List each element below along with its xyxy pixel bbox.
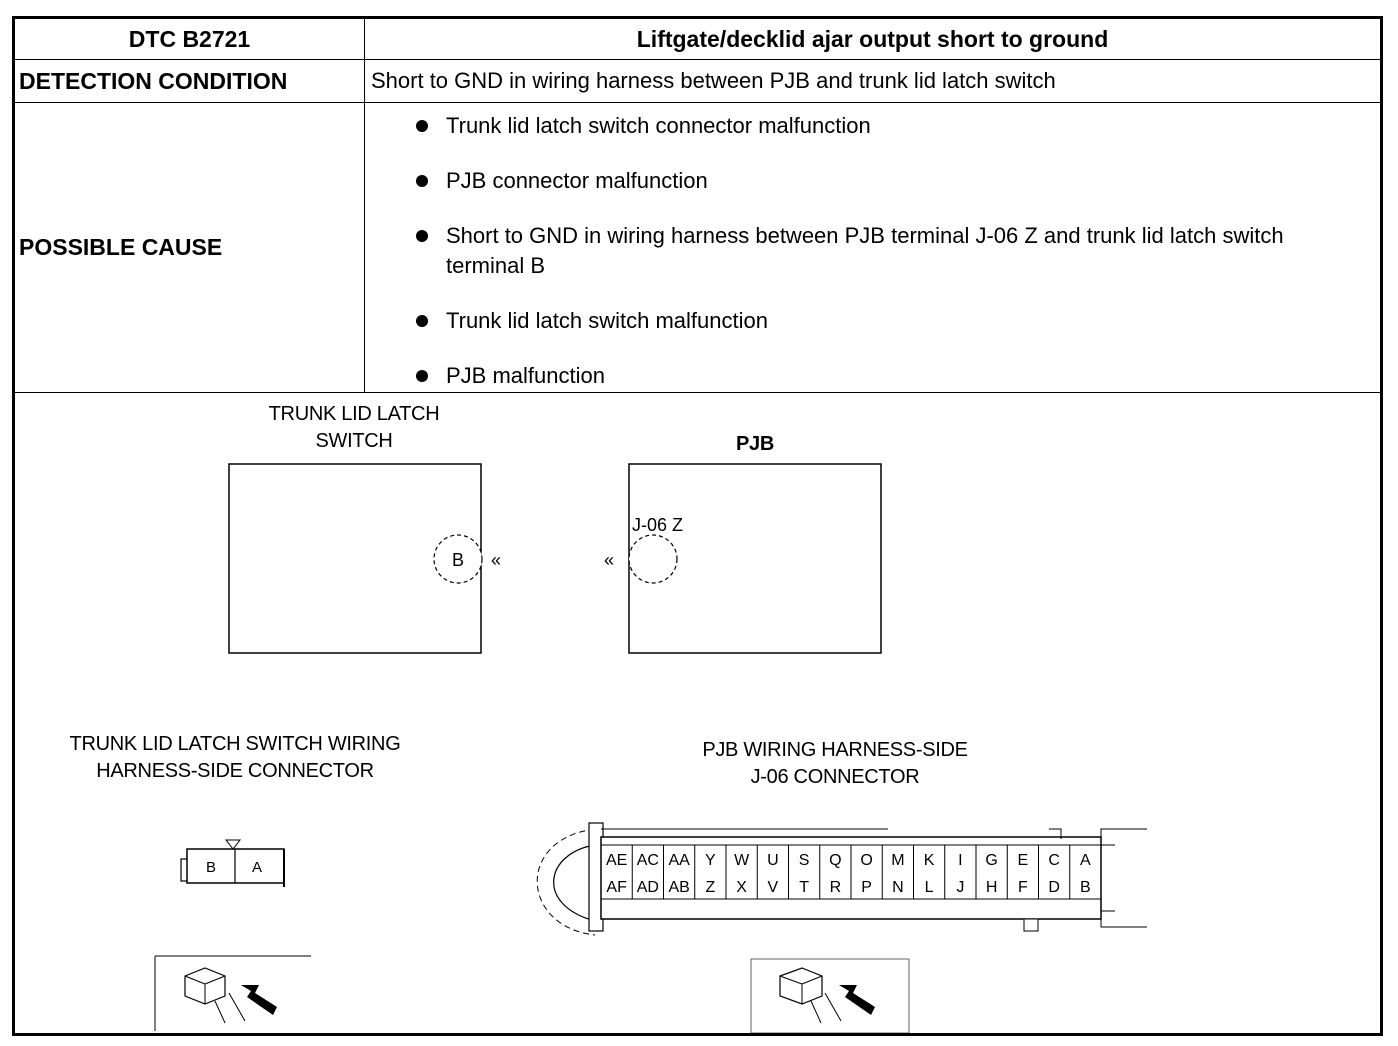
- pjb-pin-label: L: [925, 879, 934, 896]
- pjb-pin-label: Z: [705, 879, 715, 896]
- pjb-pin-label: J: [956, 879, 964, 896]
- detection-text: Short to GND in wiring harness between P…: [371, 68, 1056, 93]
- cause-item: PJB malfunction: [365, 361, 1360, 391]
- pjb-pin-label: R: [830, 879, 842, 896]
- pjb-pin-label: P: [861, 879, 872, 896]
- detection-row: DETECTION CONDITION Short to GND in wiri…: [15, 60, 1380, 103]
- pjb-label: PJB: [735, 433, 774, 455]
- pjb-pin-label: D: [1048, 879, 1060, 896]
- switch-connector-label: TRUNK LID LATCH SWITCH WIRING HARNESS-SI…: [69, 733, 401, 782]
- pjb-pin-label: H: [986, 879, 998, 896]
- pjb-terminal-label: J-06 Z: [632, 515, 683, 535]
- pjb-pin-label: M: [891, 852, 904, 869]
- pjb-pin-label: AE: [606, 852, 627, 869]
- switch-connector: B A: [180, 839, 285, 887]
- wiring-diagram: TRUNK LID LATCH SWITCH PJB TRUNK LID LAT…: [15, 393, 1380, 1033]
- header-row: DTC B2721 Liftgate/decklid ajar output s…: [15, 19, 1380, 60]
- possible-cause-row: POSSIBLE CAUSE Trunk lid latch switch co…: [15, 103, 1380, 393]
- pjb-pin-label: A: [1080, 852, 1091, 869]
- cause-item: PJB connector malfunction: [365, 166, 1360, 196]
- pjb-pin-label: AF: [606, 879, 627, 896]
- pjb-pin-label: S: [799, 852, 810, 869]
- pin-grid-border: [600, 844, 1102, 900]
- pjb-terminal-circle: [628, 534, 678, 584]
- pjb-pin-label: F: [1018, 879, 1028, 896]
- pjb-pin-label: G: [985, 852, 997, 869]
- switch-connector-pin: B: [206, 859, 216, 876]
- pjb-pin-label: N: [892, 879, 904, 896]
- pjb-pin-label: W: [734, 852, 750, 869]
- possible-cause-cell: Trunk lid latch switch connector malfunc…: [365, 103, 1380, 392]
- pjb-pin-label: Q: [829, 852, 841, 869]
- switch-connector-view-icon: [154, 955, 311, 1031]
- switch-terminal-circle: [433, 534, 483, 584]
- pjb-pin-label: T: [799, 879, 809, 896]
- pjb-pin-label: V: [768, 879, 779, 896]
- cause-item: Short to GND in wiring harness between P…: [365, 221, 1360, 281]
- detection-label: DETECTION CONDITION: [15, 60, 365, 102]
- pjb-pin-label: AD: [637, 879, 659, 896]
- cause-item: Trunk lid latch switch connector malfunc…: [365, 111, 1360, 141]
- pjb-pin-label: Y: [705, 852, 716, 869]
- pjb-pin-label: C: [1048, 852, 1060, 869]
- cause-item: Trunk lid latch switch malfunction: [365, 306, 1360, 336]
- pjb-connector-mark: «: [604, 550, 614, 570]
- pjb-pin-label: AC: [637, 852, 659, 869]
- pjb-pin-label: AA: [668, 852, 690, 869]
- switch-label: TRUNK LID LATCH SWITCH: [268, 403, 440, 452]
- pjb-connector-label: PJB WIRING HARNESS-SIDE J-06 CONNECTOR: [702, 739, 968, 788]
- cause-list: Trunk lid latch switch connector malfunc…: [365, 111, 1360, 416]
- switch-terminal-label: B: [452, 550, 464, 570]
- switch-connector-mark: «: [491, 550, 501, 570]
- pjb-pin-label: E: [1018, 852, 1029, 869]
- dtc-code: DTC B2721: [15, 19, 365, 59]
- diagram-svg: B « J-06 Z « B A: [154, 463, 1147, 1033]
- pjb-pin-label: I: [958, 852, 962, 869]
- pjb-pin-label: U: [767, 852, 779, 869]
- pjb-connector-view-icon: [750, 958, 910, 1033]
- switch-connector-pin: A: [252, 859, 262, 876]
- pjb-pin-label: K: [924, 852, 935, 869]
- possible-cause-label: POSSIBLE CAUSE: [15, 103, 365, 392]
- dtc-table: DTC B2721 Liftgate/decklid ajar output s…: [12, 16, 1383, 1036]
- pjb-pin-label: AB: [668, 879, 689, 896]
- dtc-title: Liftgate/decklid ajar output short to gr…: [636, 25, 1109, 52]
- pjb-pin-label: O: [860, 852, 872, 869]
- pjb-box: [628, 463, 882, 654]
- pjb-pin-label: X: [736, 879, 747, 896]
- pjb-pin-label: B: [1080, 879, 1091, 896]
